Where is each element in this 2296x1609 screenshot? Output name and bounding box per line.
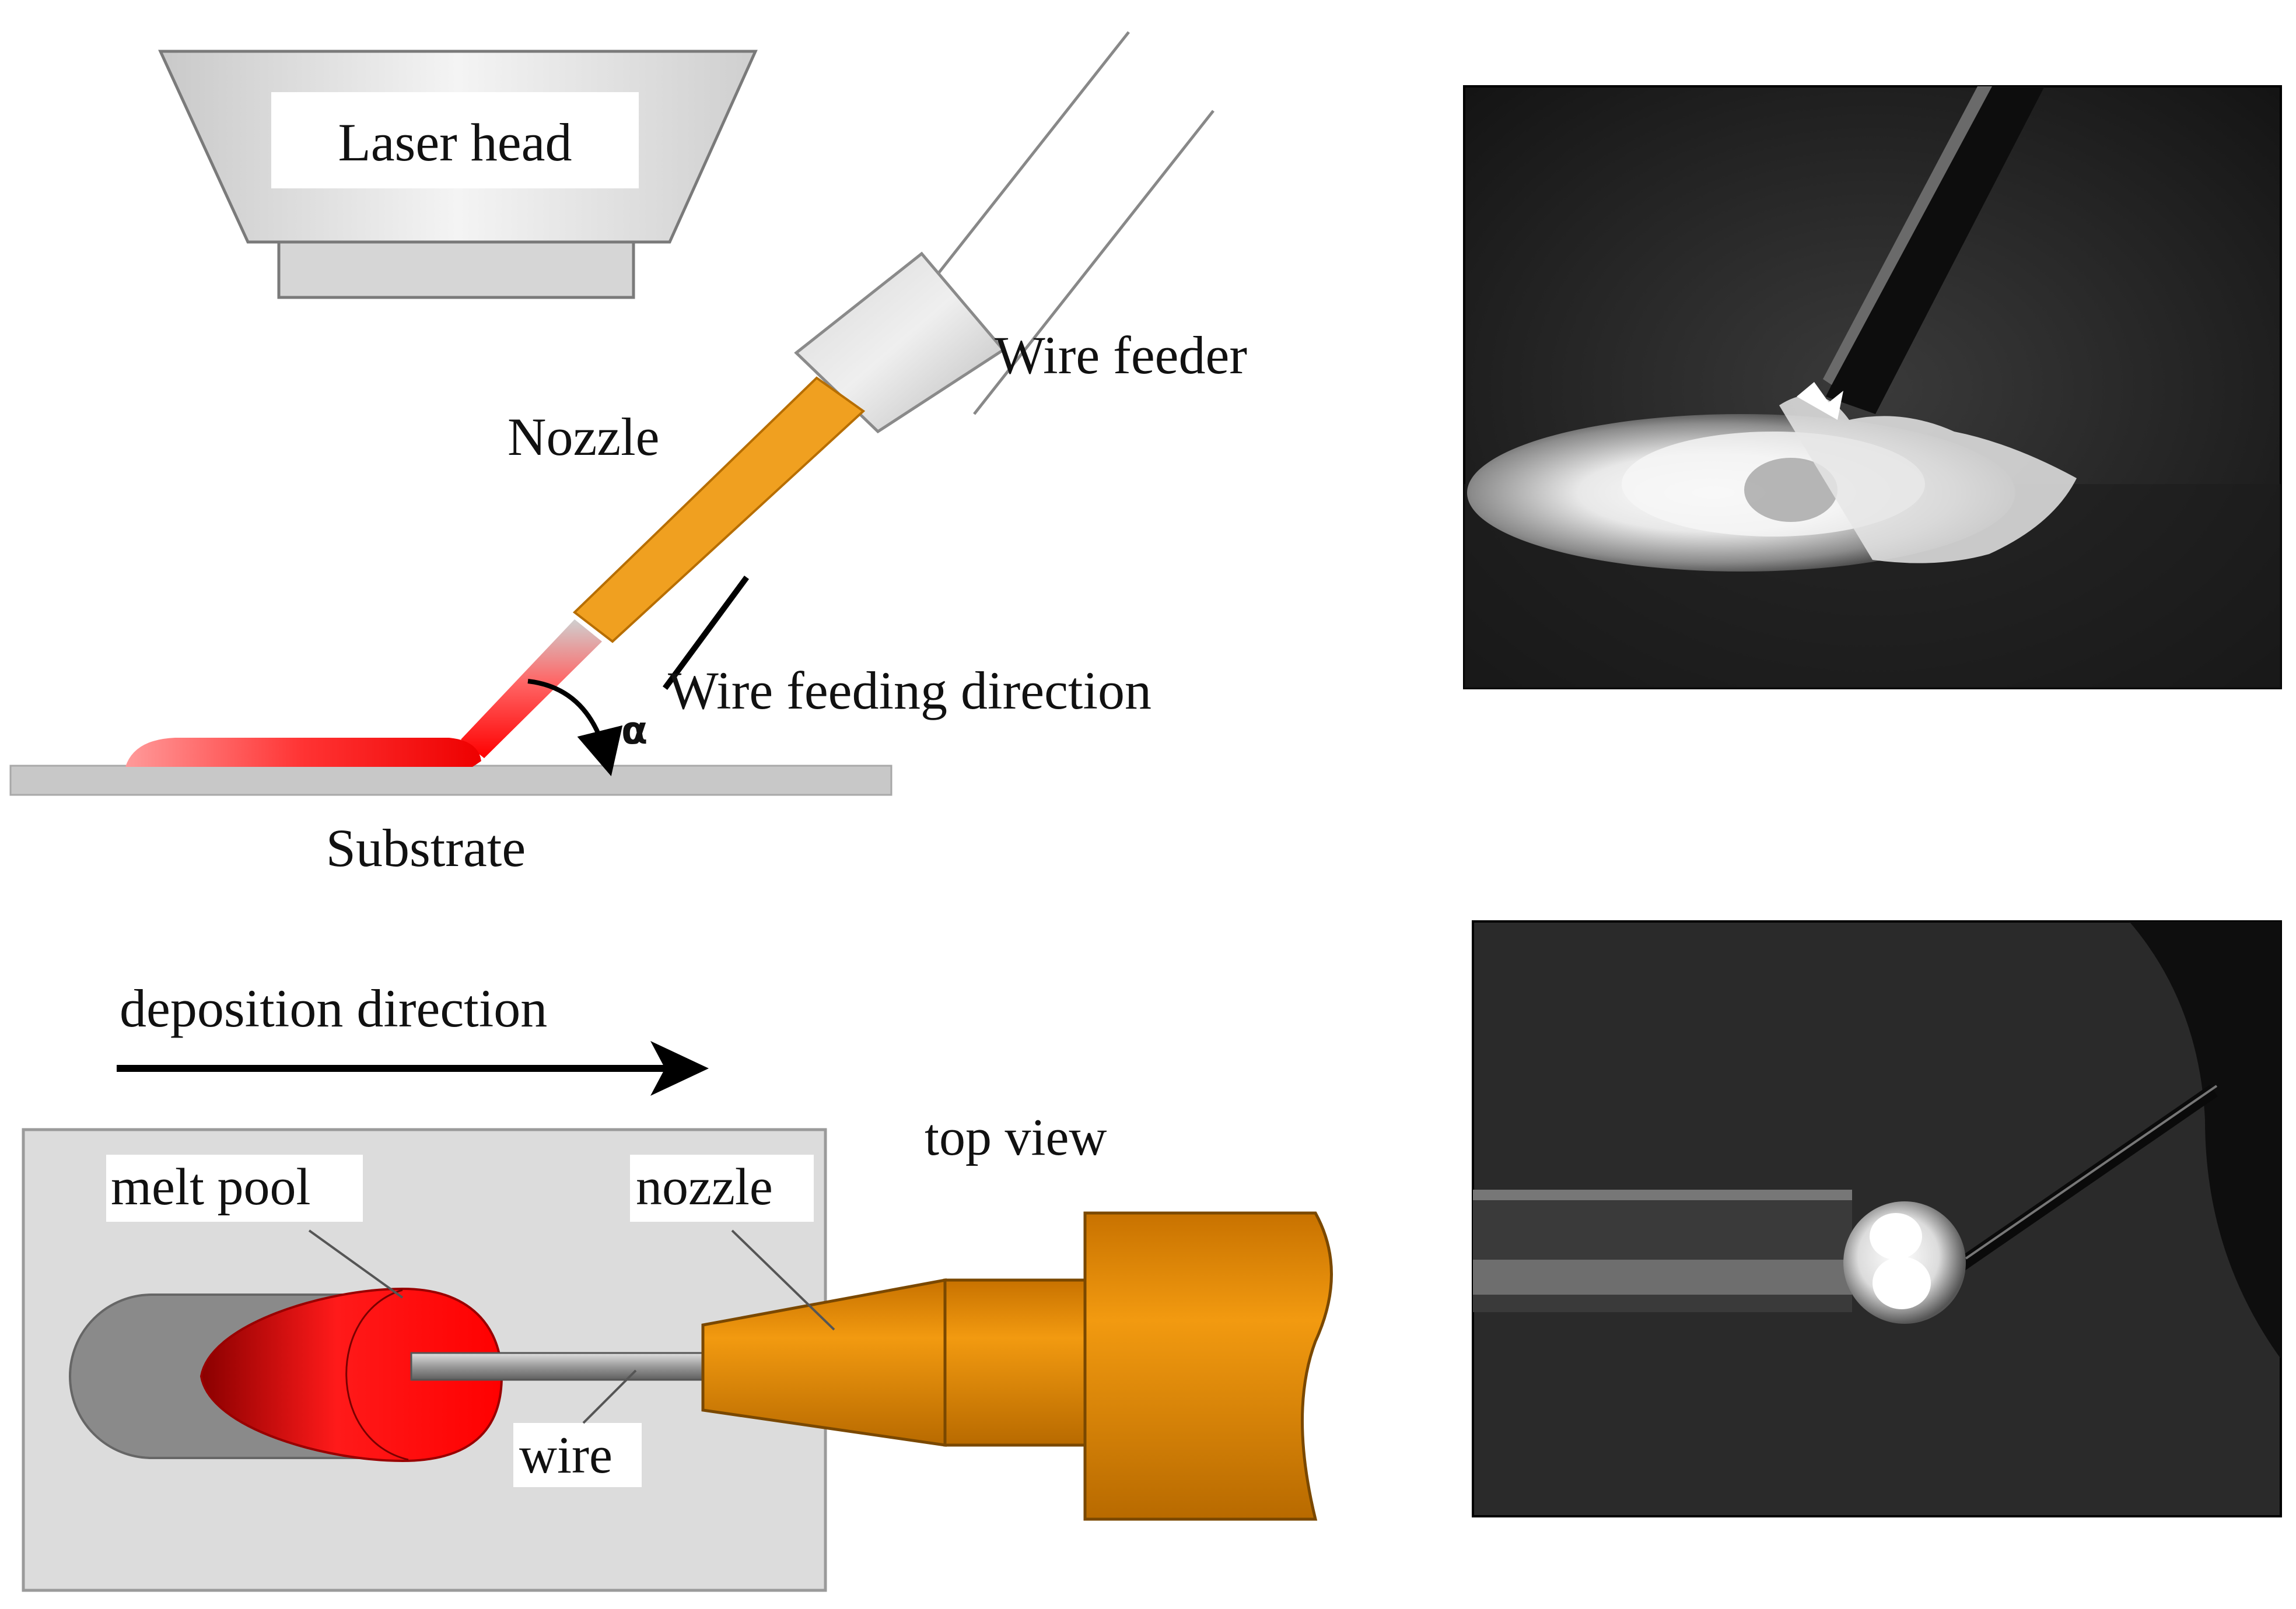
angle-alpha-label: α: [621, 708, 648, 753]
wire-top: [410, 1352, 704, 1381]
top-view-label: top view: [925, 1109, 1107, 1166]
nozzle-label: Nozzle: [508, 407, 660, 467]
wire-side: [461, 619, 602, 758]
feeder-line-right: [973, 110, 1214, 415]
deposition-direction-label: deposition direction: [120, 979, 547, 1038]
wire-feeding-direction-line: [662, 576, 750, 690]
side-view-diagram: Laser head Wire feeder Nozzle Substrate …: [9, 31, 1247, 878]
melt-pool: [200, 1287, 503, 1463]
wire-feeding-direction-label: Wire feeding direction: [668, 661, 1152, 720]
laser-head: Laser head: [158, 50, 758, 299]
wire-label: wire: [519, 1426, 612, 1484]
wire-leader: [582, 1369, 637, 1424]
angle-arc: [527, 679, 623, 777]
nozzle-side: [572, 376, 866, 643]
nozzle-leader: [731, 1229, 835, 1331]
wire-feeder-label: Wire feeder: [995, 325, 1247, 385]
melt-pool-leader: [308, 1229, 404, 1299]
photo-side-view: [1463, 85, 2282, 689]
deposited-bead: [125, 738, 481, 767]
nozzle-top-label: nozzle: [636, 1158, 773, 1216]
melt-pool-label: melt pool: [111, 1158, 310, 1216]
nozzle-body: [1083, 1211, 1333, 1521]
photo-top-view: [1472, 920, 2282, 1517]
laser-head-label: Laser head: [338, 113, 572, 172]
nozzle-collar: [943, 1278, 1087, 1447]
substrate-plate: [9, 765, 892, 796]
deposition-arrow-head: [650, 1041, 709, 1096]
substrate-label: Substrate: [326, 818, 526, 878]
top-view-diagram: deposition direction melt pool nozzle wi…: [22, 979, 1333, 1592]
